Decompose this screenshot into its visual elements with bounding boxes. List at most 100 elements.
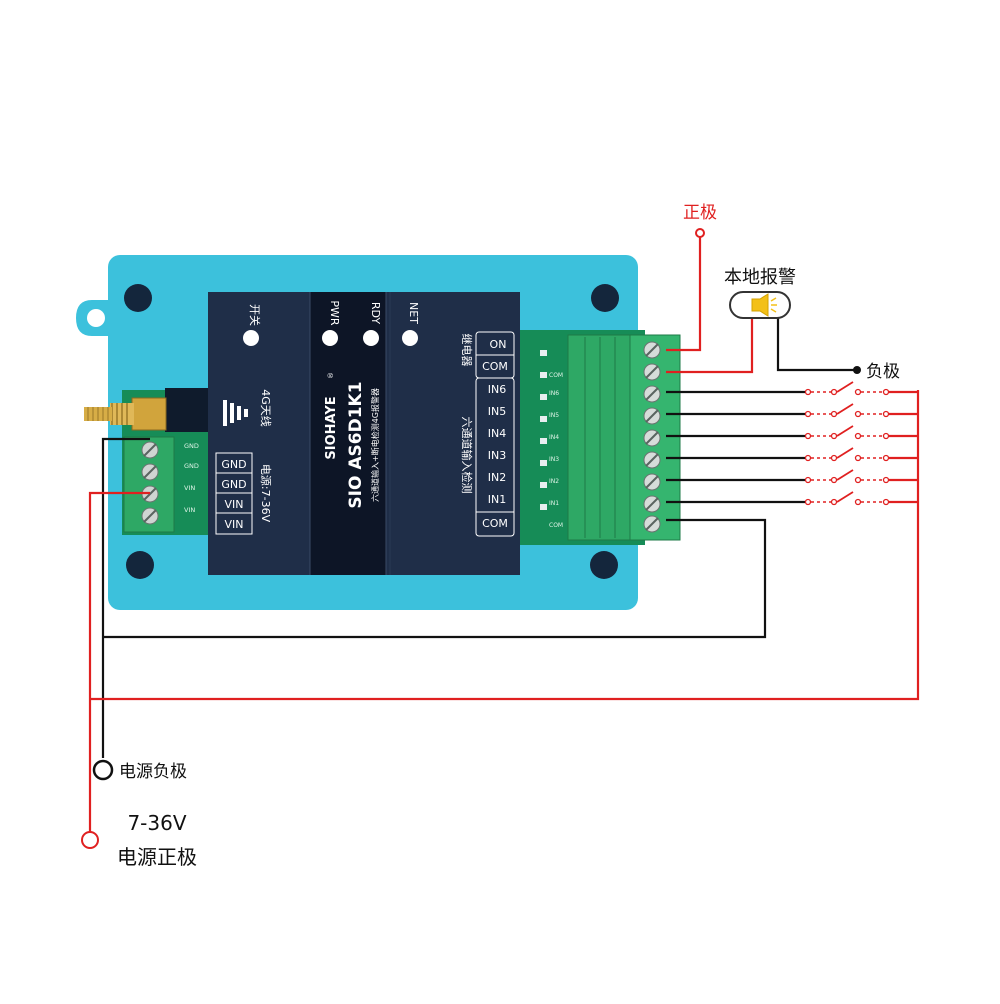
relay-on-wire xyxy=(666,235,702,352)
terminal-label-vin: VIN xyxy=(225,498,244,511)
pcb-silk-label: VIN xyxy=(184,506,195,514)
input-wires xyxy=(666,381,918,506)
switch-icon xyxy=(836,425,854,437)
input-switch-circuit xyxy=(666,491,918,506)
switch-icon xyxy=(243,330,259,346)
power-range-label: 电源:7-36V xyxy=(259,464,273,523)
switch-contact xyxy=(830,388,838,396)
switch-contact xyxy=(830,498,838,506)
switch-contact xyxy=(854,388,862,396)
pcb-silk-label: IN2 xyxy=(549,478,559,485)
switch-contact xyxy=(882,476,890,484)
terminal-screw xyxy=(643,451,661,469)
power-label-box: GND GND VIN VIN xyxy=(215,452,253,535)
antenna-label: 4G天线 xyxy=(259,389,273,427)
power-positive-label: 电源正极 xyxy=(117,845,197,869)
pcb-silk-label: IN3 xyxy=(549,456,559,463)
input-label-in5: IN5 xyxy=(488,405,506,418)
terminal-screw xyxy=(643,341,661,359)
power-positive-terminal xyxy=(81,831,99,849)
rdy-label: RDY xyxy=(369,302,382,325)
switch-contact xyxy=(854,410,862,418)
terminal-label-vin: VIN xyxy=(225,518,244,531)
pcb-silk-label: IN4 xyxy=(549,434,559,441)
pcb-silk-label: COM xyxy=(549,522,563,529)
switch-contact xyxy=(804,410,812,418)
antenna-connector xyxy=(84,388,215,432)
power-negative-terminal xyxy=(92,759,114,781)
led-indicator-icon xyxy=(363,330,379,346)
voltage-label: 7-36V xyxy=(127,811,186,835)
switch-contact xyxy=(830,454,838,462)
pcb-silk-label: IN1 xyxy=(549,500,559,507)
terminal-screw xyxy=(643,363,661,381)
io-label-column: ON COM IN6 IN5 IN4 IN3 IN2 IN1 COM xyxy=(475,331,515,537)
relay-on-label: ON xyxy=(490,338,507,351)
input-label-in1: IN1 xyxy=(488,493,506,506)
terminal-screw xyxy=(141,463,159,481)
switch-contact xyxy=(882,454,890,462)
switch-contact xyxy=(854,454,862,462)
power-negative-label: 电源负极 xyxy=(119,762,187,782)
input-label-in3: IN3 xyxy=(488,449,506,462)
pcb-silk-label: GND xyxy=(184,442,199,450)
input-com-label: COM xyxy=(482,517,508,530)
switch-contact xyxy=(854,432,862,440)
input-label-in6: IN6 xyxy=(488,383,506,396)
switch-contact xyxy=(830,410,838,418)
negative-terminal-dot xyxy=(853,366,861,374)
switch-contact xyxy=(854,476,862,484)
switch-icon xyxy=(836,469,854,481)
power-negative-wire xyxy=(101,437,150,758)
input-switch-circuit xyxy=(666,469,918,484)
com-return-wire xyxy=(103,518,767,639)
switch-contact xyxy=(882,388,890,396)
switch-icon xyxy=(836,381,854,393)
switch-icon xyxy=(836,403,854,415)
terminal-screw xyxy=(643,407,661,425)
input-switch-circuit xyxy=(666,403,918,418)
terminal-screw xyxy=(141,507,159,525)
led-indicator-icon xyxy=(402,330,418,346)
terminal-label-gnd: GND xyxy=(221,458,246,471)
input-switch-circuit xyxy=(666,425,918,440)
switch-contact xyxy=(804,388,812,396)
pcb-silk-label: COM xyxy=(549,372,563,379)
positive-terminal-dot xyxy=(695,228,705,238)
switch-label: 开关 xyxy=(248,304,262,326)
input-label-in4: IN4 xyxy=(488,427,506,440)
input-switch-circuit xyxy=(666,447,918,462)
terminal-screw xyxy=(643,429,661,447)
sensor-supply-wire xyxy=(90,390,920,701)
pcb-silk-label: IN6 xyxy=(549,390,559,397)
pcb-silk-label: IN5 xyxy=(549,412,559,419)
negative-label: 负极 xyxy=(866,362,900,382)
model-name: SIO AS6D1K1 xyxy=(346,381,366,508)
antenna-icon xyxy=(223,400,248,426)
switch-contact xyxy=(882,498,890,506)
positive-label: 正极 xyxy=(683,203,717,223)
power-positive-wire xyxy=(88,491,150,832)
terminal-screw xyxy=(643,385,661,403)
net-label: NET xyxy=(407,302,420,324)
relay-com-label: COM xyxy=(482,360,508,373)
relay-com-wire xyxy=(666,318,754,374)
brand-logo: SIOHAYE xyxy=(324,396,339,459)
input-switch-circuit xyxy=(666,381,918,396)
power-terminal-block: GND GND VIN VIN xyxy=(123,436,199,533)
switch-contact xyxy=(882,410,890,418)
switch-contact xyxy=(830,432,838,440)
buzzer-icon xyxy=(729,291,791,319)
wiring xyxy=(88,235,920,832)
terminal-label-gnd: GND xyxy=(221,478,246,491)
input-label-in2: IN2 xyxy=(488,471,506,484)
terminal-screw xyxy=(643,495,661,513)
front-panel: 开关 4G天线 GND GND VIN VIN 电源:7-36V PWR RDY… xyxy=(208,292,520,575)
switch-contact xyxy=(804,476,812,484)
header-pins xyxy=(540,350,547,510)
switch-contact xyxy=(830,476,838,484)
switch-contact xyxy=(804,498,812,506)
switch-icon xyxy=(836,447,854,459)
registered-mark: ® xyxy=(327,372,335,379)
